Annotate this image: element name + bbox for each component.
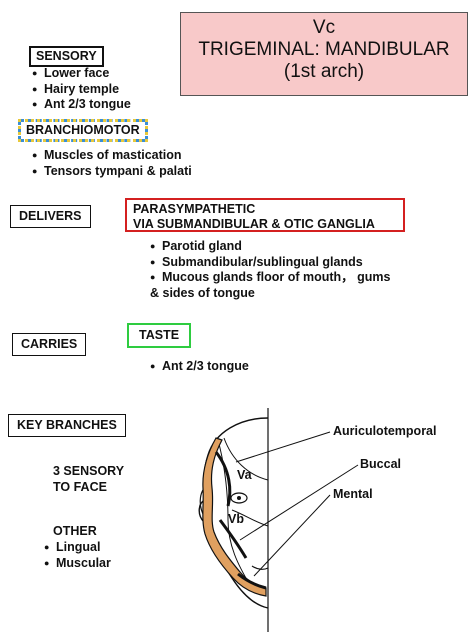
sensory-to-face-line-2: TO FACE	[53, 480, 107, 494]
delivers-list: Parotid gland Submandibular/sublingual g…	[150, 239, 390, 286]
leader-buccal	[239, 464, 359, 541]
list-item: Hairy temple	[32, 82, 131, 98]
title-box: Vc TRIGEMINAL: MANDIBULAR (1st arch)	[180, 12, 468, 96]
list-item: Lingual	[44, 540, 111, 556]
other-label: OTHER	[53, 524, 97, 538]
other-list: Lingual Muscular	[44, 540, 111, 571]
sensory-to-face-line-1: 3 SENSORY	[53, 464, 125, 478]
list-item: Muscular	[44, 556, 111, 572]
title-line-1: Vc	[312, 17, 336, 38]
parasympathetic-line-2: VIA SUBMANDIBULAR & OTIC GANGLIA	[133, 217, 375, 231]
delivers-label: DELIVERS	[10, 205, 91, 228]
title-line-2: TRIGEMINAL: MANDIBULAR	[198, 39, 450, 60]
eye	[230, 492, 248, 504]
leader-auriculotemporal	[235, 431, 331, 463]
list-item: Tensors tympani & palati	[32, 164, 192, 180]
list-item: Muscles of mastication	[32, 148, 192, 164]
boundary-vb	[231, 509, 269, 527]
list-item: Ant 2/3 tongue	[32, 97, 131, 113]
auriculotemporal-label: Auriculotemporal	[333, 424, 437, 438]
list-item: Ant 2/3 tongue	[150, 359, 249, 375]
list-item: Mucous glands floor of mouth， gums	[150, 270, 390, 286]
auriculotemporal-branch	[214, 451, 232, 507]
va-label: Va	[237, 468, 252, 482]
delivers-continuation: & sides of tongue	[150, 286, 255, 300]
key-branches-label: KEY BRANCHES	[8, 414, 126, 437]
carries-label: CARRIES	[12, 333, 87, 356]
buccal-label: Buccal	[360, 457, 401, 471]
list-item: Lower face	[32, 66, 131, 82]
taste-box: TASTE	[127, 323, 192, 348]
carries-list: Ant 2/3 tongue	[150, 359, 249, 375]
mental-label: Mental	[333, 487, 373, 501]
buccal-branch	[218, 519, 248, 559]
vc-region	[202, 437, 267, 597]
list-item: Parotid gland	[150, 239, 390, 255]
sensory-list: Lower face Hairy temple Ant 2/3 tongue	[32, 66, 131, 113]
title-line-3: (1st arch)	[283, 61, 365, 82]
parasympathetic-line-1: PARASYMPATHETIC	[133, 202, 256, 216]
parasympathetic-box: PARASYMPATHETIC VIA SUBMANDIBULAR & OTIC…	[125, 198, 405, 232]
list-item: Submandibular/sublingual glands	[150, 255, 390, 271]
branchiomotor-list: Muscles of mastication Tensors tympani &…	[32, 148, 192, 179]
branchiomotor-label: BRANCHIOMOTOR	[18, 119, 148, 142]
leader-mental	[253, 494, 331, 577]
boundary-va	[223, 437, 269, 481]
mouth	[251, 565, 269, 570]
vb-label: Vb	[228, 512, 244, 526]
mental-branch	[237, 572, 267, 590]
eye-pupil	[237, 496, 241, 500]
sensory-label: SENSORY	[29, 46, 104, 67]
